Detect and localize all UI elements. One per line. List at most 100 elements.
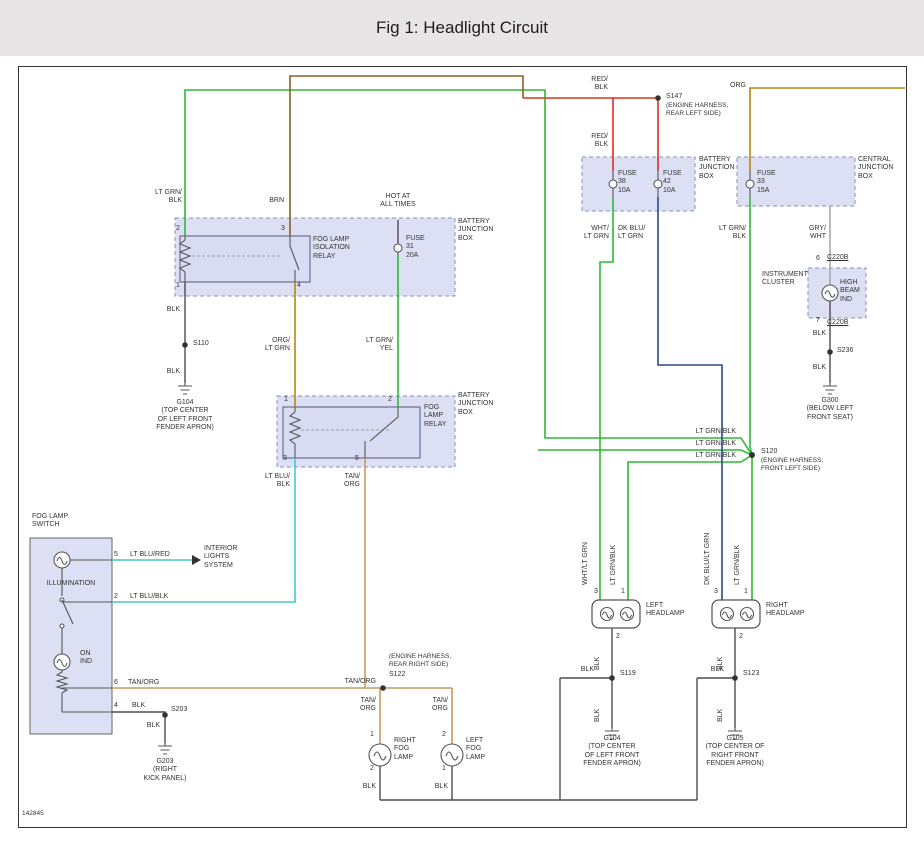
hot-at-all-times-label: HOT AT ALL TIMES [380,193,416,209]
fog-lamp-isolation-relay-box [179,235,311,283]
wire-brn [289,75,524,236]
ground-symbols [158,383,837,755]
right-fog-lamp-label: RIGHT FOG LAMP [394,737,416,761]
wires-orange [294,87,905,407]
relay-coil-icon [288,407,302,458]
pin-1-right-headlamp: 1 [744,588,748,595]
ground-g105-icon [728,728,742,740]
wire-label-org-lt-grn: ORG/ LT GRN [264,337,290,353]
fog-lamp-relay-label: FOG LAMP RELAY [424,404,447,428]
title-bar: Fig 1: Headlight Circuit [0,0,924,56]
connector-c220b-bottom[interactable]: C220B [827,319,849,326]
pin-1-left-headlamp: 1 [621,588,625,595]
wires-red [523,97,659,171]
pin-1-fog-relay: 1 [284,396,288,403]
wire-label-blk-s203: BLK [146,722,160,729]
wire-lt-grn-blk-relay-to-s120 [184,89,753,456]
page-title: Fig 1: Headlight Circuit [376,18,548,37]
wire-lt-grn-blk-fuse33 [749,197,753,456]
wire-lt-grn-blk-mid [538,449,753,456]
wire-label-blk-s123: BLK [710,666,724,673]
fuse-38-label: FUSE 38 10A [618,170,637,194]
wires-tan [112,458,453,744]
left-fog-lamp-label: LEFT FOG LAMP [466,737,486,761]
wire-label-blk-cluster-1: BLK [812,330,826,337]
fog-lamp-isolation-relay-label: FOG LAMP ISOLATION RELAY [313,236,350,260]
splice-label-s120: S120 [761,448,778,455]
wire-dk-blu-lt-grn [657,197,723,600]
wire-wht-lt-grn [599,197,614,600]
wire-blk-switch-ground [112,711,166,743]
splice-label-s122: S122 [389,671,406,678]
splice-s120-dot [749,452,755,458]
high-beam-bulb-icon [821,284,839,302]
splice-desc-s120: (ENGINE HARNESS, FRONT LEFT SIDE) [761,457,824,472]
connector-c220b-top[interactable]: C220B [827,254,849,261]
splice-label-s147: S147 [666,93,683,100]
wire-org [749,87,905,171]
pin-1-left-fog: 1 [442,765,446,772]
wire-label-tan-org-right-fog: TAN/ ORG [360,697,376,713]
splice-desc-s122: (ENGINE HARNESS, REAR RIGHT SIDE) [389,653,452,668]
ground-label-g203: G203 (RIGHT KICK PANEL) [143,758,187,782]
figure-code: 142845 [22,810,44,817]
wire-label-blk-s119: BLK [580,666,594,673]
wires-cyan [112,458,296,603]
left-headlamp-symbol [591,599,641,629]
wires-black [112,220,831,801]
battery-junction-box-label-2: BATTERY JUNCTION BOX [458,392,494,416]
battery-junction-box-label-1: BATTERY JUNCTION BOX [458,218,494,242]
ground-label-g104-left: G104 (TOP CENTER OF LEFT FRONT FENDER AP… [156,399,214,432]
wire-lt-blu-blk [112,458,296,603]
interior-lights-system-label: INTERIOR LIGHTS SYSTEM [204,545,238,569]
wire-label-lt-grn-blk-s120-2: LT GRN/BLK [695,440,736,447]
relay-coil-icon [178,236,192,282]
splice-label-s123: S123 [743,670,760,677]
splice-s122-dot [380,685,386,691]
wire-label-blk-lh-2: BLK [594,708,601,722]
splice-label-s110: S110 [193,340,209,347]
wire-label-lt-blu-red: LT BLU/RED [130,551,170,558]
pin-4-iso-relay: 4 [297,282,301,289]
pin-2-iso-relay: 2 [176,225,180,232]
pin-1-iso-relay: 1 [176,282,180,289]
wire-label-lt-blu-blk-2l: LT BLU/ BLK [264,473,290,489]
instrument-cluster-label: INSTRUMENT CLUSTER [762,271,808,287]
wire-label-blk-lh-1: BLK [594,656,601,670]
wire-label-wht-lt-grn-vert: WHT/LT GRN [582,542,589,585]
pin-2-switch: 2 [114,593,118,600]
pin-2-left-headlamp: 2 [616,633,620,640]
wire-label-tan-org-switch: TAN/ORG [128,679,160,686]
fog-lamp-switch-label: FOG LAMP SWITCH [32,513,69,529]
switch-blade-icon [61,599,74,625]
wire-label-red-blk-1: RED/ BLK [591,76,608,92]
wire-label-lt-grn-blk-fuse33: LT GRN/ BLK [719,225,746,241]
pin-7-cluster: 7 [816,317,820,324]
fuse-38-symbol [608,171,618,197]
pin-3-left-headlamp: 3 [594,588,598,595]
wire-label-brn: BRN [269,197,284,204]
wire-label-lt-grn-blk-vert-right: LT GRN/BLK [734,544,741,585]
wire-label-wht-lt-grn: WHT/ LT GRN [583,225,609,241]
left-headlamp-label: LEFT HEADLAMP [646,602,685,618]
wire-label-lt-grn-yel: LT GRN/ YEL [366,337,393,353]
fuse-42-label: FUSE 42 10A [663,170,682,194]
wire-label-blk-switch: BLK [132,702,146,709]
ground-g104-mid-icon [605,728,619,740]
wire-label-org: ORG [730,82,746,89]
pin-3-right-headlamp: 3 [714,588,718,595]
wire-label-tan-org-mid: TAN/ORG [344,678,376,685]
wire-label-lt-grn-blk-vert-left: LT GRN/BLK [610,544,617,585]
wire-label-blk-s110-2: BLK [166,368,180,375]
splice-s119-dot [609,675,615,681]
splice-desc-s147: (ENGINE HARNESS, REAR LEFT SIDE) [666,102,729,117]
pin-4-switch: 4 [114,702,118,709]
wire-label-dk-blu-lt-grn: DK BLU/ LT GRN [618,225,646,241]
fog-lamp-relay-box [282,406,421,459]
right-headlamp-symbol [711,599,761,629]
pin-1-right-fog: 1 [370,731,374,738]
right-fog-lamp-symbol [368,743,392,767]
battery-junction-box-3 [581,156,696,212]
ground-label-g105: G105 (TOP CENTER OF RIGHT FRONT FENDER A… [705,735,765,768]
